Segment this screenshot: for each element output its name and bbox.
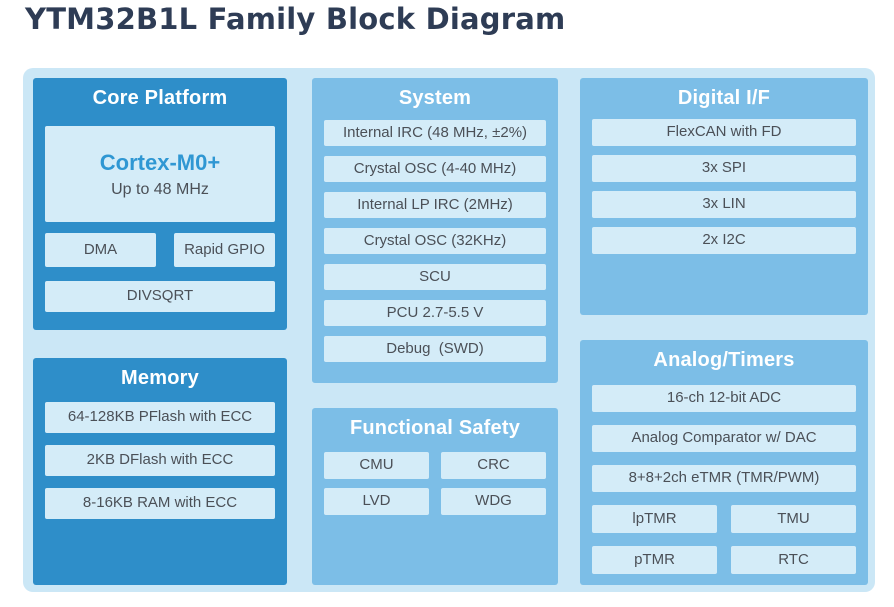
block-flexcan: FlexCAN with FD: [592, 119, 856, 146]
panel-digital-if: Digital I/F FlexCAN with FD 3x SPI 3x LI…: [580, 78, 868, 315]
block-crystal-osc-4-40: Crystal OSC (4-40 MHz): [324, 156, 546, 182]
core-platform-title: Core Platform: [92, 87, 228, 109]
block-adc: 16-ch 12-bit ADC: [592, 385, 856, 412]
digital-if-title: Digital I/F: [677, 87, 771, 109]
block-wdg: WDG: [441, 488, 546, 515]
panel-system: System Internal IRC (48 MHz, ±2%) Crysta…: [312, 78, 558, 383]
panel-memory: Memory 64-128KB PFlash with ECC 2KB DFla…: [33, 358, 287, 585]
column-middle: System Internal IRC (48 MHz, ±2%) Crysta…: [312, 78, 558, 585]
column-right: Digital I/F FlexCAN with FD 3x SPI 3x LI…: [580, 78, 868, 585]
block-lvd: LVD: [324, 488, 429, 515]
block-spi: 3x SPI: [592, 155, 856, 182]
block-debug-swd: Debug (SWD): [324, 336, 546, 362]
block-dma: DMA: [45, 233, 157, 267]
block-cortex-m0: Cortex-M0+ Up to 48 MHz: [45, 126, 275, 222]
block-rapid-gpio: Rapid GPIO: [174, 233, 275, 267]
block-i2c: 2x I2C: [592, 227, 856, 254]
block-lin: 3x LIN: [592, 191, 856, 218]
block-internal-irc: Internal IRC (48 MHz, ±2%): [324, 120, 546, 146]
block-ram: 8-16KB RAM with ECC: [45, 488, 275, 519]
column-left: Core Platform Cortex-M0+ Up to 48 MHz DM…: [33, 78, 287, 585]
analog-timers-grid: lpTMR TMU pTMR RTC: [592, 505, 856, 574]
block-dflash: 2KB DFlash with ECC: [45, 445, 275, 476]
block-internal-lp-irc: Internal LP IRC (2MHz): [324, 192, 546, 218]
system-title: System: [398, 87, 472, 109]
block-pflash: 64-128KB PFlash with ECC: [45, 402, 275, 433]
block-cmu: CMU: [324, 452, 429, 479]
block-diagram-board: Core Platform Cortex-M0+ Up to 48 MHz DM…: [23, 68, 875, 592]
block-scu: SCU: [324, 264, 546, 290]
panel-analog-timers: Analog/Timers 16-ch 12-bit ADC Analog Co…: [580, 340, 868, 585]
panel-functional-safety: Functional Safety CMU CRC LVD WDG: [312, 408, 558, 585]
block-tmu: TMU: [731, 505, 856, 533]
block-crc: CRC: [441, 452, 546, 479]
page-title: YTM32B1L Family Block Diagram: [25, 2, 566, 36]
functional-safety-title: Functional Safety: [349, 417, 521, 439]
cpu-speed: Up to 48 MHz: [111, 180, 209, 198]
block-divsqrt: DIVSQRT: [45, 281, 275, 312]
memory-title: Memory: [121, 367, 199, 389]
block-analog-comparator: Analog Comparator w/ DAC: [592, 425, 856, 452]
panel-core-platform: Core Platform Cortex-M0+ Up to 48 MHz DM…: [33, 78, 287, 330]
cpu-name: Cortex-M0+: [99, 149, 221, 175]
analog-timers-title: Analog/Timers: [653, 349, 795, 371]
block-ptmr: pTMR: [592, 546, 717, 574]
core-platform-row: DMA Rapid GPIO: [45, 233, 275, 267]
functional-safety-grid: CMU CRC LVD WDG: [324, 452, 546, 515]
block-pcu: PCU 2.7-5.5 V: [324, 300, 546, 326]
block-rtc: RTC: [731, 546, 856, 574]
block-etmr: 8+8+2ch eTMR (TMR/PWM): [592, 465, 856, 492]
block-lptmr: lpTMR: [592, 505, 717, 533]
block-crystal-osc-32k: Crystal OSC (32KHz): [324, 228, 546, 254]
